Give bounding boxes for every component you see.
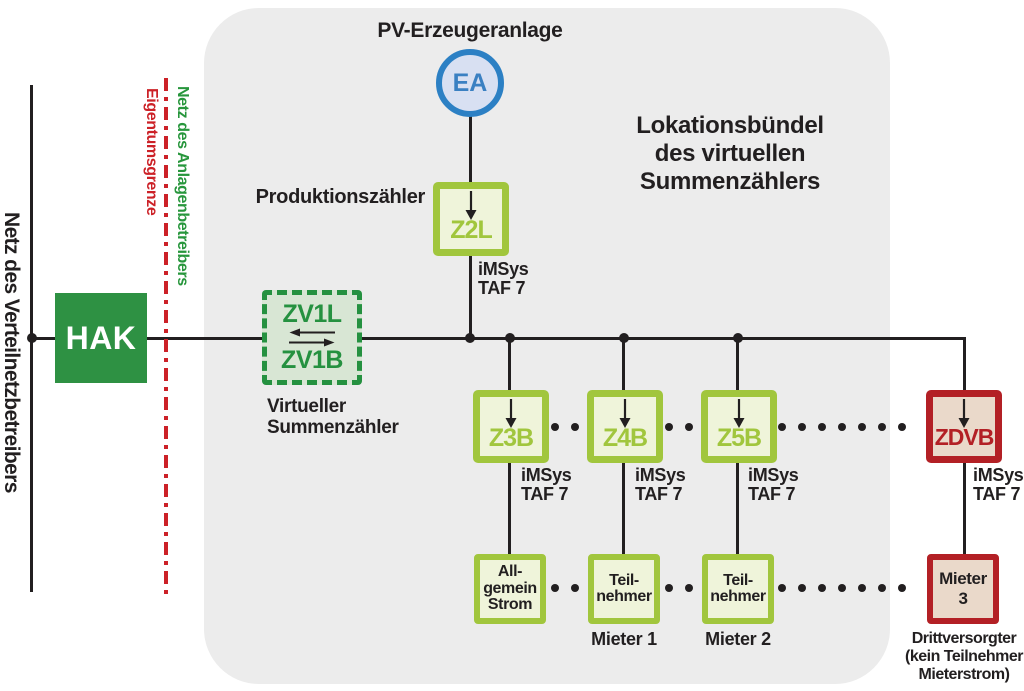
dotted-continuation [778, 423, 906, 431]
left-arrow-icon [289, 328, 335, 337]
consumer-box-mieter3: Mieter 3 [927, 554, 999, 624]
main-bus-line [31, 337, 966, 340]
consumer-box-allgemeinstrom: All- gemein Strom [474, 554, 546, 624]
meter-box-z3b: Z3B [473, 390, 549, 463]
bundle-title: Lokationsbündel des virtuellen Summenzäh… [636, 112, 824, 196]
meter-box-zdvb: ZDVB [926, 390, 1002, 463]
production-meter-line [469, 254, 472, 338]
imsys-tag-z3b: iMSys TAF 7 [521, 465, 572, 505]
distribution-network-label: Netz des Verteilnetzbetreibers [0, 212, 23, 493]
down-arrow-icon [733, 399, 745, 428]
production-meter-label: Produktionszähler [255, 186, 426, 208]
down-arrow-icon [465, 191, 477, 220]
imsys-tag-z5b: iMSys TAF 7 [748, 465, 799, 505]
virtual-sum-meter-box: ZV1L ZV1B [262, 290, 362, 385]
property-boundary-label: Eigentumsgrenze [143, 88, 160, 216]
generator-id: EA [452, 68, 488, 97]
junction-dot [733, 333, 743, 343]
generator-feed-line [469, 115, 472, 183]
meter-box-z4b: Z4B [587, 390, 663, 463]
z4b-drop-line [622, 339, 625, 392]
dotted-continuation [778, 584, 906, 592]
dotted-continuation [665, 584, 693, 592]
down-arrow-icon [958, 399, 970, 428]
property-boundary-line [164, 78, 168, 598]
consumer-box-mieter2: Teil- nehmer [702, 554, 774, 624]
meter-id: Z2L [450, 216, 492, 244]
meter-id: Z3B [488, 424, 534, 452]
z5b-drop-line [736, 339, 739, 392]
virtual-meter-id-supply: ZV1L [282, 300, 342, 328]
z5b-consumer-line [736, 461, 739, 556]
z3b-drop-line [508, 339, 511, 392]
hak-label: HAK [65, 319, 137, 356]
z4b-consumer-line [622, 461, 625, 556]
dotted-continuation [551, 584, 579, 592]
meter-id: Z5B [716, 424, 762, 452]
imsys-tag-z4b: iMSys TAF 7 [635, 465, 686, 505]
junction-dot [619, 333, 629, 343]
caption-mieter1: Mieter 1 [591, 629, 657, 649]
virtual-meter-caption: Virtueller Summenzähler [267, 396, 399, 439]
virtual-meter-id-feed: ZV1B [281, 346, 343, 374]
caption-mieter2: Mieter 2 [705, 629, 771, 649]
hak-box: HAK [55, 293, 147, 383]
plant-network-label: Netz des Anlagenbetreibers [174, 86, 191, 286]
junction-dot [465, 333, 475, 343]
junction-dot [505, 333, 515, 343]
pv-plant-label: PV-Erzeugeranlage [377, 19, 563, 42]
generator-circle: EA [436, 49, 504, 117]
imsys-tag-zdvb: iMSys TAF 7 [973, 465, 1024, 505]
meter-box-z2l: Z2L [433, 182, 509, 256]
down-arrow-icon [505, 399, 517, 428]
right-arrow-icon [289, 338, 335, 347]
caption-drittversorgter: Drittversorgter (kein Teilnehmer Mieters… [905, 630, 1023, 683]
dotted-continuation [665, 423, 693, 431]
meter-box-z5b: Z5B [701, 390, 777, 463]
z3b-consumer-line [508, 461, 511, 556]
down-arrow-icon [619, 399, 631, 428]
meter-id: ZDVB [934, 424, 995, 450]
consumer-box-mieter1: Teil- nehmer [588, 554, 660, 624]
junction-dot [27, 333, 37, 343]
imsys-tag-z2l: iMSys TAF 7 [478, 259, 529, 299]
meter-id: Z4B [602, 424, 648, 452]
dotted-continuation [551, 423, 579, 431]
